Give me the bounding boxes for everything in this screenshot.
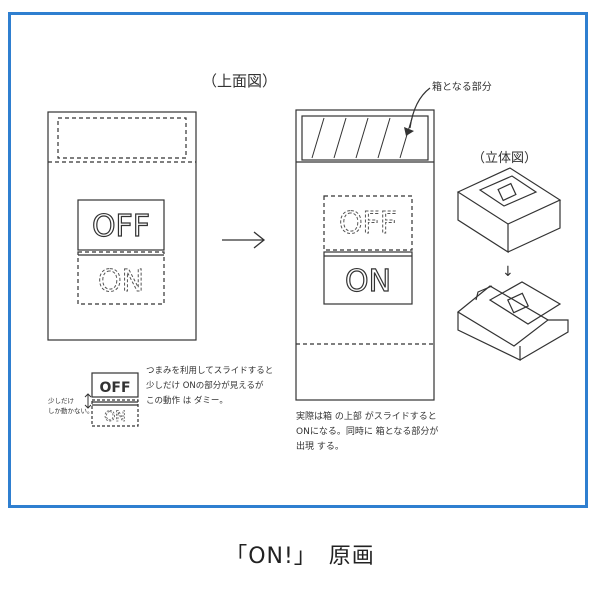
perspective-box-closed [456,167,562,254]
left-panel-outline [47,111,197,341]
left-note: つまみを利用してスライドすると 少しだけ ONの部分が見えるが この動作 は ダ… [146,366,274,406]
pointer-triangle [404,127,414,136]
leader-line [409,87,431,129]
right-note: 実際は箱 の上部 がスライドすると ONになる。同時に 箱となる部分が 出現 す… [296,412,439,452]
arrow-down: ↓ [502,264,514,280]
small-off-box [91,372,139,398]
small-on-text: ON [104,409,126,425]
left-off-text: OFF [92,209,150,244]
right-on-text: ON [345,264,391,299]
label-perspective-view: （立体図） [472,151,537,166]
hatch-lines [311,117,413,159]
small-off-text: OFF [99,380,130,396]
side-note: 少しだけ しか動かない。 [48,397,94,415]
left-off-box [77,199,165,251]
drawing-frame [8,12,588,508]
left-on-dashed-box [77,251,165,305]
right-off-dashed-box [323,195,413,251]
left-top-dashed-box [57,117,187,159]
label-box-part: 箱となる部分 [432,80,492,93]
figure-caption: 「ON!」 原画 [225,544,375,569]
right-arrow [222,231,266,249]
small-on-dashed-box [91,399,139,427]
small-updown-arrow [84,393,92,409]
right-on-box [323,251,413,305]
left-on-text: ON [98,264,144,299]
label-top-view: （上面図） [202,72,277,90]
right-off-text: OFF [339,206,397,241]
right-panel-outline [295,109,435,401]
perspective-box-open [456,281,569,361]
right-top-hatched-box [301,115,429,161]
